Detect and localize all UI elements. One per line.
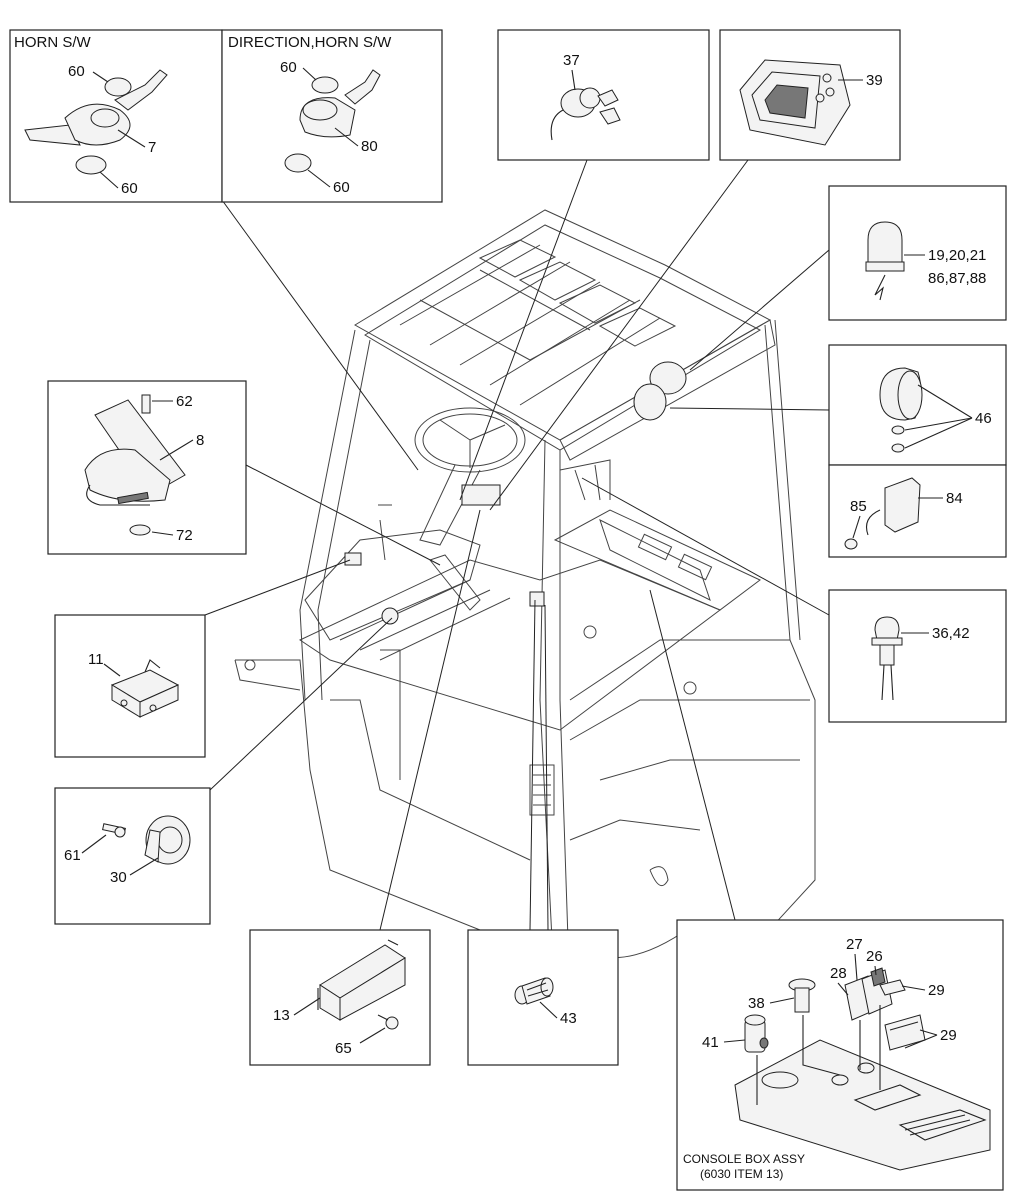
leader-lines [204, 159, 830, 931]
label-72: 72 [176, 527, 193, 544]
box-key-switch: 37 [497, 29, 710, 161]
accelerator-part [84, 394, 186, 536]
label-29: 29 [928, 982, 945, 999]
label-39: 39 [866, 72, 883, 89]
label-60: 60 [280, 59, 297, 76]
box-beacon: 19,20,21 86,87,88 [828, 185, 1007, 321]
box-side-lamp: 84 85 [828, 464, 1007, 558]
direction-horn-switch-part [284, 69, 381, 173]
label-60: 60 [121, 180, 138, 197]
label-65: 65 [335, 1040, 352, 1057]
label-43: 43 [560, 1010, 577, 1027]
label-41: 41 [702, 1034, 719, 1051]
side-lamp-part [844, 477, 921, 550]
label-7: 7 [148, 139, 156, 156]
label-84: 84 [946, 490, 963, 507]
label-36-42: 36,42 [932, 625, 970, 642]
pressure-switch-part [514, 977, 554, 1005]
truck-horn [381, 607, 399, 625]
controller-part [317, 939, 406, 1030]
header-horn: HORN S/W [14, 34, 92, 51]
label-8: 8 [196, 432, 204, 449]
label-60: 60 [333, 179, 350, 196]
label-46: 46 [975, 410, 992, 427]
truck-switch [344, 552, 362, 566]
box-display: 39 [719, 29, 901, 161]
label-61: 61 [64, 847, 81, 864]
label-38: 38 [748, 995, 765, 1012]
box-controller: 13 65 [249, 929, 431, 1066]
truck-work-lamp [633, 383, 667, 421]
label-19-20-21: 19,20,21 [928, 247, 986, 264]
label-28: 28 [830, 965, 847, 982]
header-console-item-ref: (6030 ITEM 13) [700, 1167, 783, 1181]
box-work-lamp: 46 [828, 344, 1007, 466]
box-console: 27 26 28 29 38 29 41 CONSOLE BOX ASSY (6… [676, 919, 1004, 1191]
label-30: 30 [110, 869, 127, 886]
label-80: 80 [361, 138, 378, 155]
truck-display [461, 484, 501, 506]
box-accelerator: 62 8 72 [47, 380, 247, 555]
beacon-part [865, 221, 905, 301]
label-27: 27 [846, 936, 863, 953]
label-62: 62 [176, 393, 193, 410]
label-13: 13 [273, 1007, 290, 1024]
indicator-lamp-part [871, 616, 903, 701]
header-console-box-assy: CONSOLE BOX ASSY [683, 1152, 805, 1166]
label-86-87-88: 86,87,88 [928, 270, 986, 287]
truck-sensor [529, 591, 545, 607]
box-direction-horn-switch: DIRECTION,HORN S/W 60 80 60 [221, 29, 443, 203]
label-11: 11 [88, 651, 104, 668]
horn-switch-part [24, 69, 168, 175]
header-direction-horn: DIRECTION,HORN S/W [228, 34, 392, 51]
box-horn: 61 30 [54, 787, 211, 925]
box-horn-switch: HORN S/W 60 7 60 [9, 29, 223, 203]
horn-part [102, 815, 191, 865]
box-indicator-lamp: 36,42 [828, 589, 1007, 723]
label-26: 26 [866, 948, 883, 965]
work-lamp-part [879, 367, 923, 453]
console-part [734, 967, 991, 1171]
box-pressure-switch: 43 [467, 929, 619, 1066]
label-85: 85 [850, 498, 867, 515]
display-part [739, 59, 851, 146]
key-switch-part [550, 87, 621, 141]
box-micro-switch: 11 [54, 614, 206, 758]
label-60: 60 [68, 63, 85, 80]
truck-beacon-lamp [649, 361, 687, 395]
forklift-body [234, 209, 816, 1001]
label-29: 29 [940, 1027, 957, 1044]
micro-switch-part [110, 659, 180, 718]
label-37: 37 [563, 52, 580, 69]
